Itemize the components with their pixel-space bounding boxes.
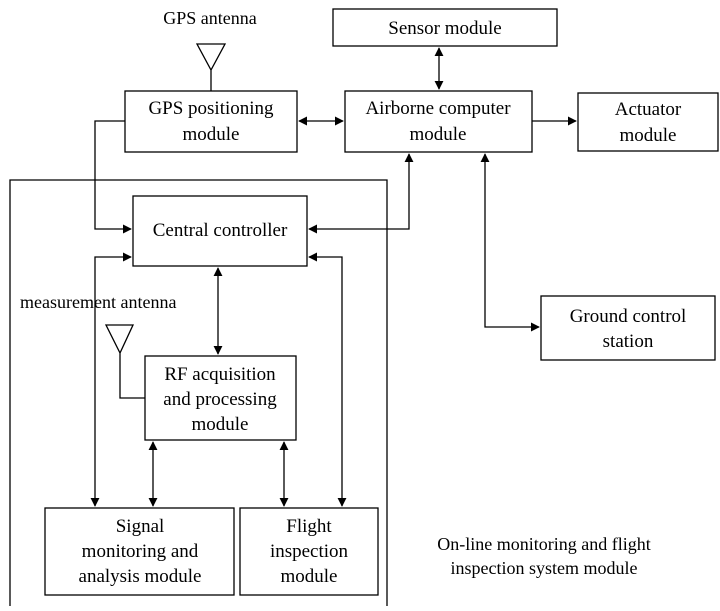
gps-module-label-line-1: GPS positioning <box>148 98 274 119</box>
signal-module-label-line-3: analysis module <box>79 566 202 587</box>
airborne-module-label-line-1: Airborne computer <box>365 98 511 119</box>
actuator-module-label-line-1: Actuator <box>615 99 682 120</box>
rf-module-label-line-3: module <box>192 414 249 435</box>
arrow-gps-central <box>94 120 132 234</box>
ground-station-label-line-2: station <box>603 331 654 352</box>
rf-module-label-line-1: RF acquisition <box>164 364 276 385</box>
arrow-central-signal <box>90 252 132 507</box>
gps-antenna-label: GPS antenna <box>163 8 257 28</box>
ground-control-station-box <box>540 295 716 361</box>
flight-module-label-line-3: module <box>281 566 338 587</box>
central-controller-box <box>132 195 308 267</box>
system-caption-line-1: On-line monitoring and flight <box>437 534 650 554</box>
measurement-antenna-label: measurement antenna <box>20 292 176 312</box>
arrow-central-airborne <box>308 153 414 234</box>
signal-module-label-line-2: monitoring and <box>82 541 199 562</box>
arrow-central-flight <box>308 252 347 507</box>
measurement-antenna-icon <box>104 324 145 399</box>
central-controller-label: Central controller <box>153 220 288 241</box>
system-caption-line-2: inspection system module <box>451 558 638 578</box>
arrow-airborne-ground <box>480 153 540 332</box>
system-module-boundary <box>9 179 388 606</box>
ground-station-label-line-1: Ground control <box>570 306 687 327</box>
flight-module-label-line-2: inspection <box>270 541 349 562</box>
sensor-module-box <box>332 8 558 47</box>
gps-module-label-line-2: module <box>183 124 240 145</box>
rf-module-label-line-2: and processing <box>163 389 277 410</box>
flight-inspection-module-box <box>239 507 379 596</box>
actuator-module-label-line-2: module <box>620 125 677 146</box>
sensor-module-label: Sensor module <box>388 18 501 39</box>
flight-module-label-line-1: Flight <box>286 516 332 537</box>
actuator-module-box <box>577 92 719 152</box>
signal-monitoring-module-box <box>44 507 235 596</box>
airborne-module-label-line-2: module <box>410 124 467 145</box>
signal-module-label-line-1: Signal <box>116 516 165 537</box>
gps-antenna-icon <box>195 43 227 91</box>
